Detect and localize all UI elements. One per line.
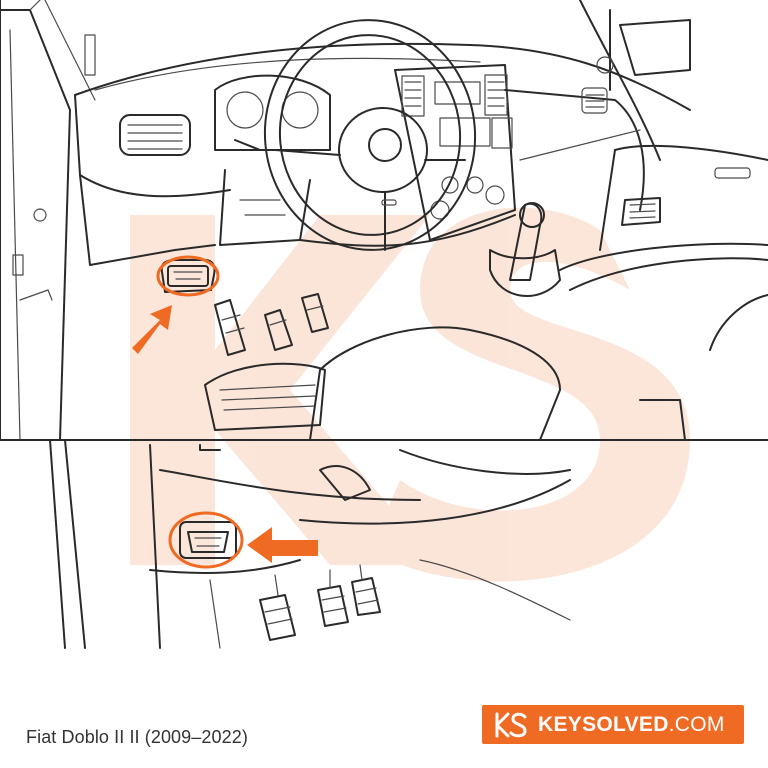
vehicle-caption: Fiat Doblo II II (2009–2022) [26,727,248,747]
lower-view [49,439,571,649]
arrow-icon-lower [247,527,318,563]
brand-wordmark: KEYSOLVED.COM [538,713,725,737]
arrow-icon-upper [132,305,172,354]
brand-name: KEYSOLVED [538,712,669,736]
obd-port-lower [179,521,237,559]
brand-domain-suffix: .COM [668,712,725,736]
keysolved-brand-badge[interactable]: KEYSOLVED.COM [482,705,744,744]
obd-location-illustration [0,0,768,649]
upper-view [0,0,768,441]
keysolved-logo-icon [495,712,527,737]
